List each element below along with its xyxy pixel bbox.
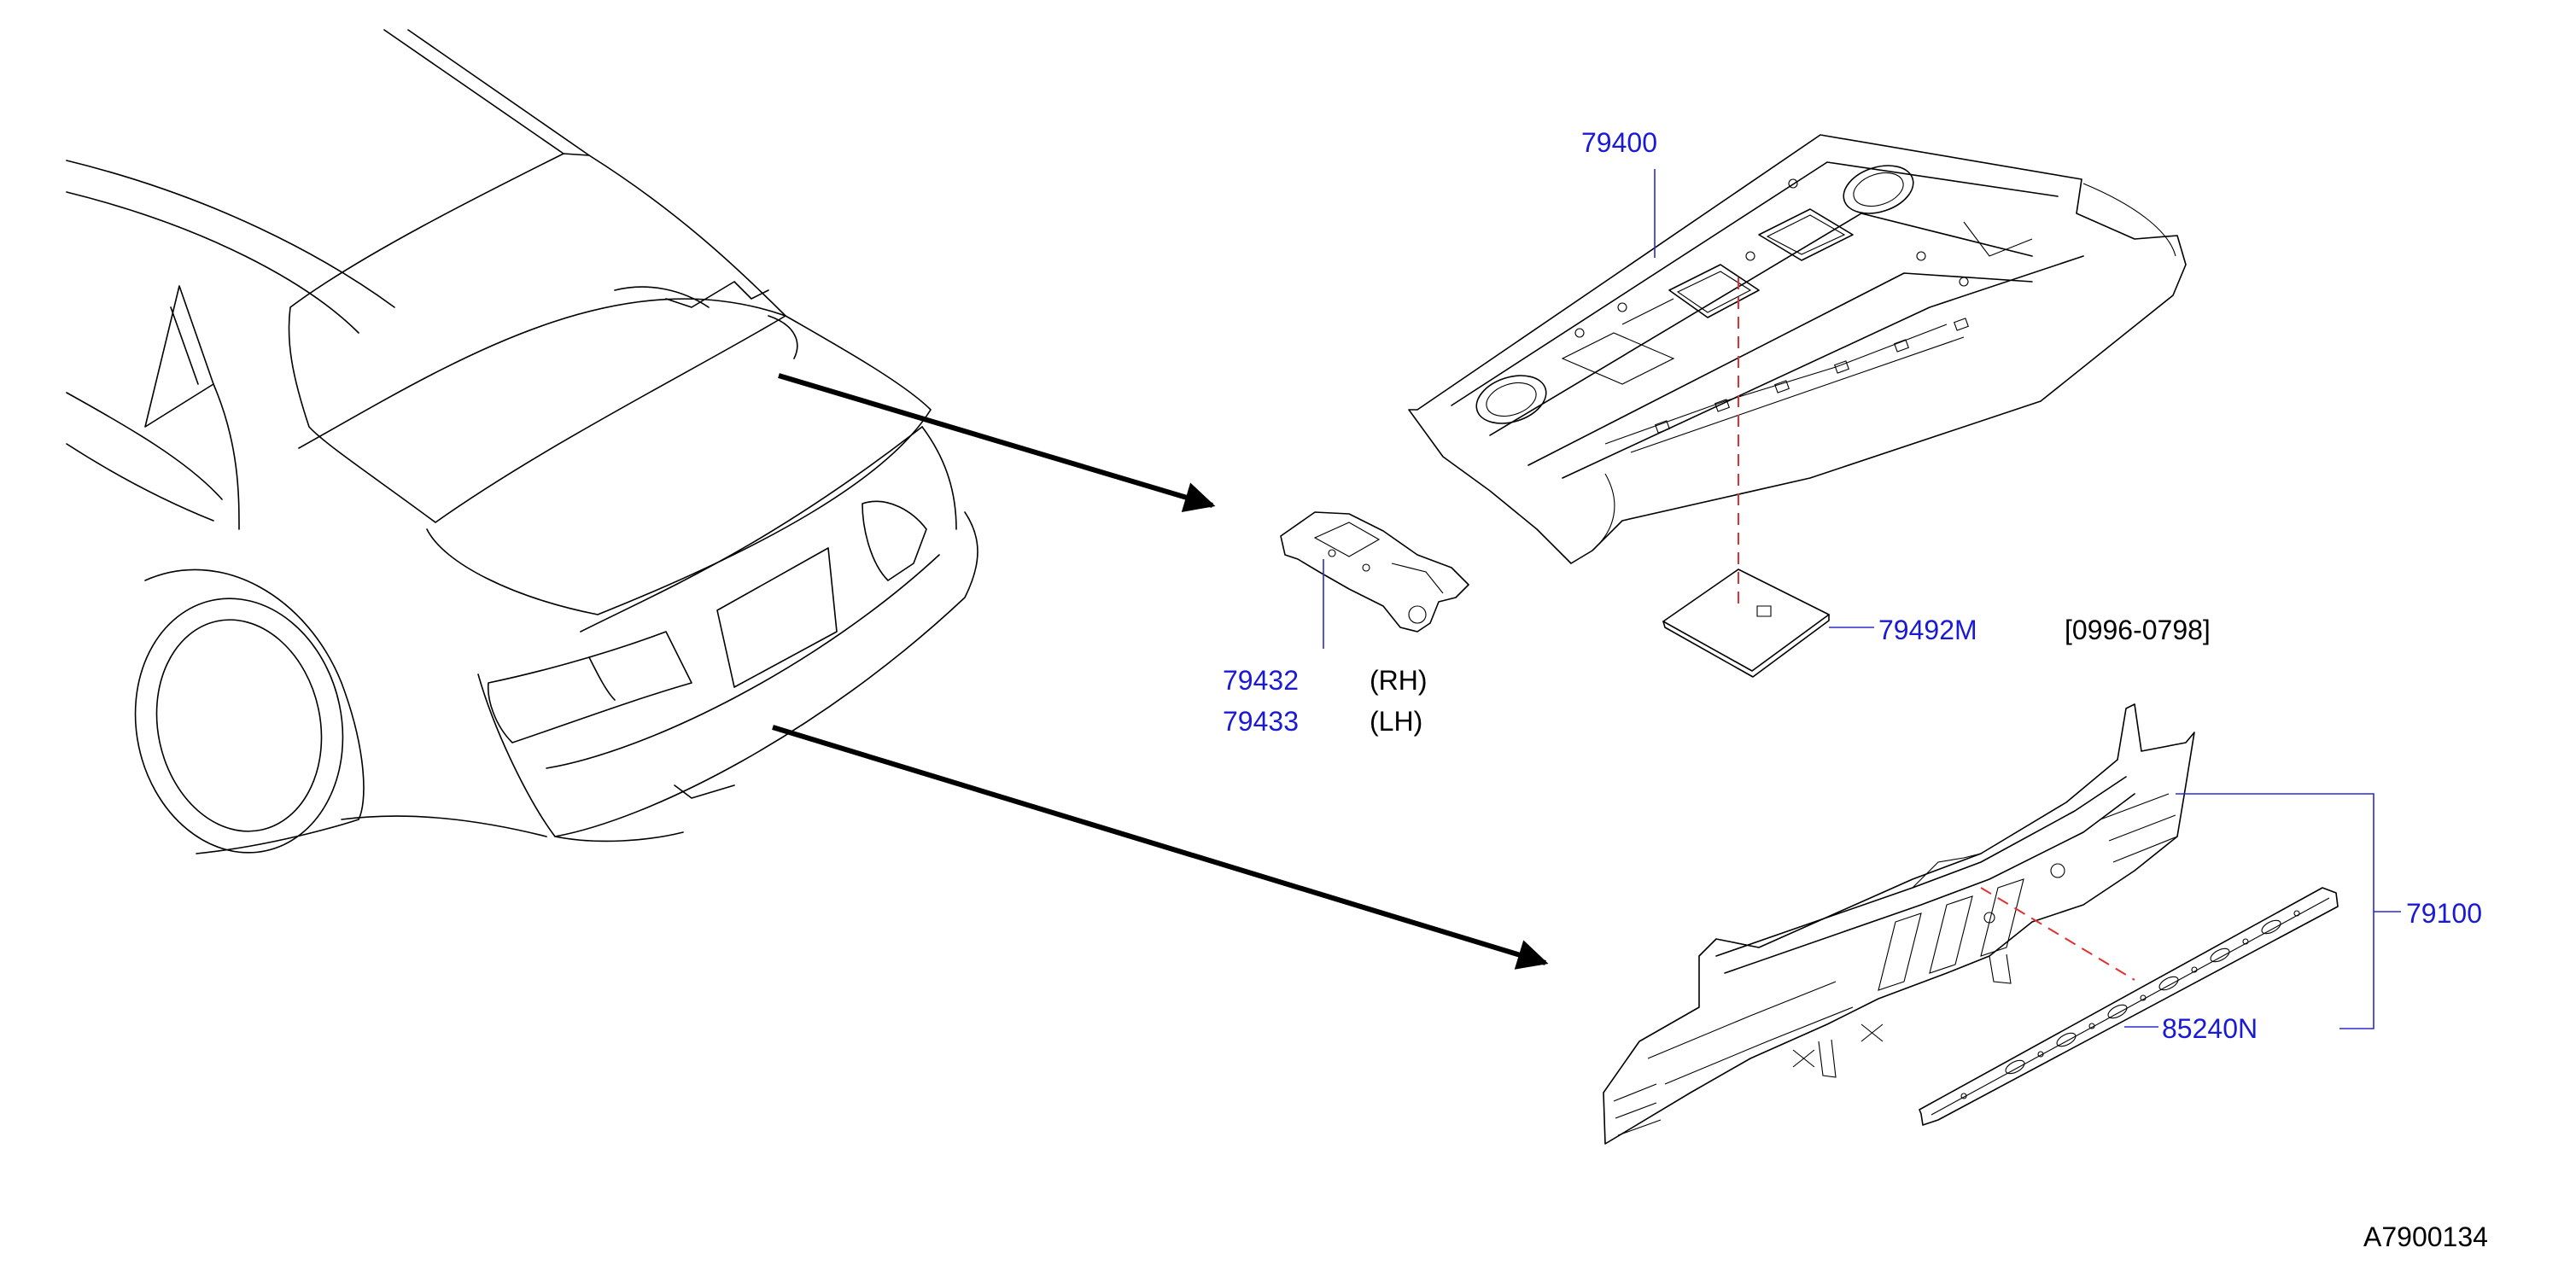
alignment-line-rail — [1980, 887, 2135, 981]
callout-arrow-lower — [772, 725, 1549, 970]
callout-arrow-upper — [778, 373, 1216, 512]
side-label-lh: (LH) — [1370, 706, 1422, 737]
part-number-79433[interactable]: 79433 — [1223, 706, 1299, 737]
leader-79100-bracket — [2176, 793, 2374, 1029]
part-number-79400[interactable]: 79400 — [1581, 127, 1657, 158]
rear-panel-drawing — [1603, 703, 2195, 1145]
diagram-id: A7900134 — [2363, 1221, 2488, 1252]
rear-shelf-bracket-drawing — [1280, 511, 1469, 633]
part-number-85240N[interactable]: 85240N — [2162, 1013, 2258, 1044]
part-number-79100[interactable]: 79100 — [2406, 898, 2482, 929]
insulator-pad-drawing — [1662, 568, 1830, 678]
part-number-79432[interactable]: 79432 — [1223, 665, 1299, 696]
rear-rail-drawing — [1919, 887, 2339, 1126]
date-range-79492M: [0996-0798] — [2065, 615, 2211, 645]
vehicle-rear-illustration — [66, 29, 978, 854]
side-label-rh: (RH) — [1370, 665, 1428, 696]
part-number-79492M[interactable]: 79492M — [1878, 615, 1977, 645]
rear-parcel-shelf-drawing — [1408, 134, 2187, 564]
